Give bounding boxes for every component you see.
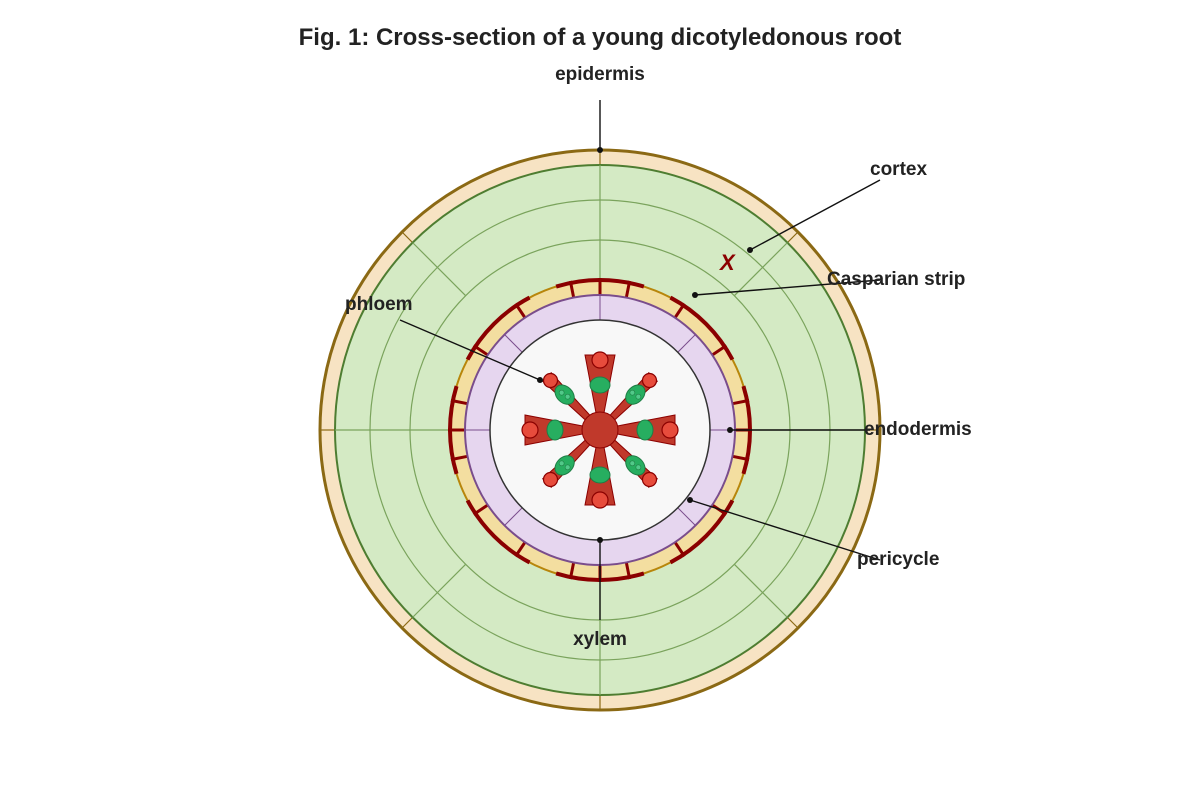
epidermis-cell-wall xyxy=(401,616,414,629)
phloem-patch xyxy=(554,384,575,405)
casparian-strip-band xyxy=(465,499,531,565)
casparian-strip-band xyxy=(669,499,735,565)
endodermis-cell-wall xyxy=(472,344,489,357)
label-pericycle: pericycle xyxy=(857,549,939,570)
sieve-tube xyxy=(629,389,636,396)
epidermis-cell-wall xyxy=(786,231,799,244)
label-xylem: xylem xyxy=(573,629,627,650)
protoxylem-vessel xyxy=(661,421,679,439)
protoxylem-vessel xyxy=(521,421,539,439)
pericycle-leader-dot xyxy=(687,497,693,503)
endodermis-cell-wall xyxy=(711,344,728,357)
endodermis-cell-wall xyxy=(568,280,576,298)
marker-x: X xyxy=(718,250,736,275)
cortex-leader-dot xyxy=(747,247,753,253)
casparian-strip-band xyxy=(669,295,735,361)
protoxylem-vessel xyxy=(591,491,609,509)
phloem-patch xyxy=(625,455,646,476)
phloem-patches xyxy=(546,376,654,484)
phloem-patch xyxy=(546,419,564,441)
protoxylem-vessel xyxy=(641,471,658,488)
pericycle-cell-wall xyxy=(677,507,696,526)
stele xyxy=(489,319,711,541)
pericycle-cell-wall xyxy=(504,334,523,353)
endodermis-cell-wall xyxy=(624,280,632,298)
protoxylem-vessel xyxy=(641,372,658,389)
phloem-patch xyxy=(589,376,611,394)
pericycle-cell-wall xyxy=(677,334,696,353)
casparian-leader xyxy=(694,279,881,296)
cortex-cell-wall xyxy=(733,242,788,297)
cortex-cell-wall xyxy=(733,563,788,618)
phloem-patch xyxy=(589,466,611,484)
sieve-tube xyxy=(564,464,571,471)
phloem-leader-dot xyxy=(537,377,543,383)
endodermis-leader-dot xyxy=(727,427,733,433)
label-endodermis: endodermis xyxy=(864,419,972,440)
endodermis-cell-wall xyxy=(450,398,468,406)
cortex-cell-wall xyxy=(412,242,467,297)
phloem-patch xyxy=(636,419,654,441)
endodermis-cell-wall xyxy=(673,302,686,319)
endodermis-cell-wall xyxy=(514,302,527,319)
endodermis-cell-wall xyxy=(450,454,468,462)
cortex-cell-wall xyxy=(412,563,467,618)
figure-title: Fig. 1: Cross-section of a young dicotyl… xyxy=(299,24,902,51)
phloem-patch xyxy=(554,455,575,476)
sieve-tube xyxy=(629,460,636,467)
endodermis-cell-wall xyxy=(472,503,489,516)
sieve-tube xyxy=(558,389,565,396)
casparian-leader-dot xyxy=(692,292,698,298)
endodermis-cell-wall xyxy=(514,541,527,558)
endodermis-cell-wall xyxy=(624,562,632,580)
endodermis-cell-wall xyxy=(732,454,750,462)
sieve-tube xyxy=(635,393,642,400)
epidermis-cell-wall xyxy=(786,616,799,629)
pericycle-leader xyxy=(689,499,881,561)
casparian-strip-band xyxy=(465,295,531,361)
central-xylem xyxy=(581,411,619,449)
epidermis-cell-wall xyxy=(401,231,414,244)
endodermis-cell-wall xyxy=(568,562,576,580)
epidermis-leader-dot xyxy=(597,147,603,153)
leader-lines xyxy=(399,100,881,620)
label-cortex: cortex xyxy=(870,159,927,180)
phloem-patch xyxy=(625,384,646,405)
protoxylem-vessel xyxy=(542,372,559,389)
endodermis-cell-wall xyxy=(673,541,686,558)
pericycle-cell-wall xyxy=(504,507,523,526)
protoxylem-vessel xyxy=(542,471,559,488)
label-epidermis: epidermis xyxy=(555,64,645,85)
protoxylem-vessel xyxy=(591,351,609,369)
label-phloem: phloem xyxy=(345,294,413,315)
sieve-tube xyxy=(558,460,565,467)
sieve-tube xyxy=(564,393,571,400)
phloem-leader xyxy=(399,319,541,381)
label-casparian-strip: Casparian strip xyxy=(827,269,965,290)
sieve-tube xyxy=(635,464,642,471)
cortex-leader xyxy=(749,179,881,251)
endodermis-cell-wall xyxy=(732,398,750,406)
xylem-leader-dot xyxy=(597,537,603,543)
